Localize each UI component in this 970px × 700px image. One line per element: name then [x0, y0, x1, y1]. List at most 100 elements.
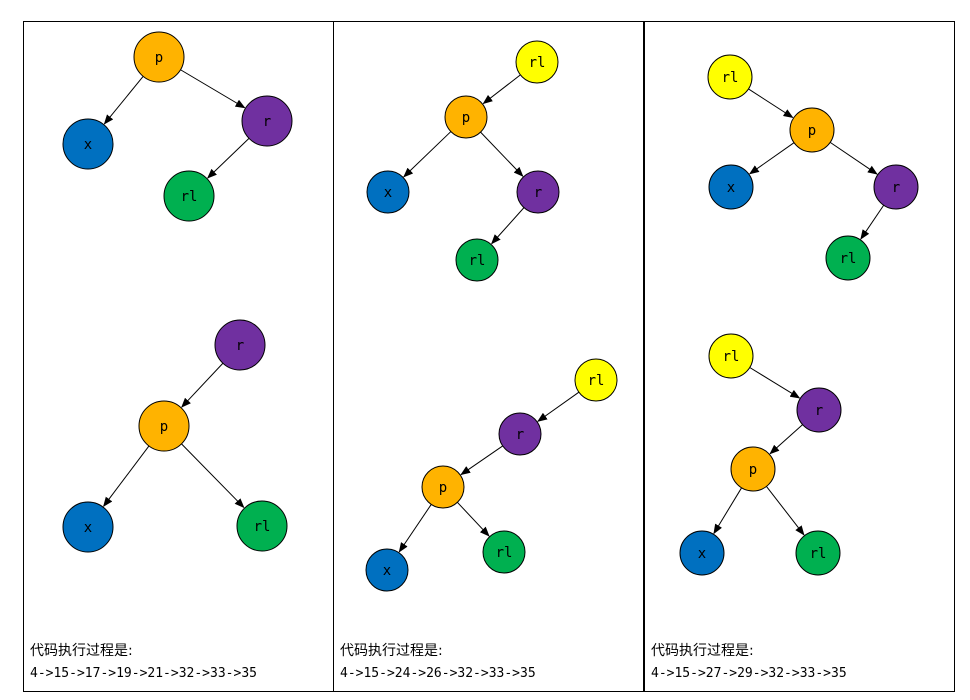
panel-3-tree-2-node-rl: rl	[795, 530, 841, 576]
panel-1-tree-1-node-p-label: p	[155, 50, 163, 66]
panel-2-tree-2-node-p: p	[421, 465, 465, 509]
panel-2-caption: 代码执行过程是:	[340, 643, 443, 659]
panel-3-tree-2-node-p: p	[730, 446, 776, 492]
edges-layer	[103, 69, 885, 553]
panel-3-tree-2-node-r: r	[796, 387, 842, 433]
panel-2-tree-2-node-rl-label: rl	[496, 545, 513, 561]
panel-3-tree-2-node-rl-circle	[795, 530, 841, 576]
panel-3-tree-2-edge-p-to-rl	[766, 486, 805, 536]
panel-2-tree-2-node-x: x	[365, 548, 409, 592]
panel-1-tree-2-node-x: x	[62, 501, 114, 553]
panel-2-tree-2-node-rl_top: rl	[574, 358, 618, 402]
panel-2-tree-2-edge-p-to-rl	[457, 501, 490, 537]
panel-1-tree-2-node-p: p	[138, 400, 190, 452]
panel-2-tree-2-edge-p-to-x	[398, 504, 432, 553]
panel-2-tree-1-node-x-circle	[366, 170, 410, 214]
panel-3-tree-2-node-p-circle	[730, 446, 776, 492]
panel-2-frame	[333, 21, 644, 692]
panel-3-tree-2-node-rl_top-circle	[708, 333, 754, 379]
panel-2-sequence: 4->15->24->26->32->33->35	[340, 666, 536, 681]
panel-2-tree-1-node-rl_top-label: rl	[529, 55, 546, 71]
panel-2-tree-2-node-r: r	[498, 412, 542, 456]
panel-1-tree-2-node-rl: rl	[236, 500, 288, 552]
panel-1-tree-2-edge-r-to-p	[181, 362, 224, 408]
panel-3-tree-1-node-x: x	[708, 164, 754, 210]
panel-2-tree-1-edge-rl_top-to-p	[482, 74, 521, 105]
panel-1-tree-2-node-p-circle	[138, 400, 190, 452]
panel-2-tree-2-node-r-label: r	[516, 427, 524, 443]
panel-2-tree-1-node-r-circle	[516, 170, 560, 214]
panel-2-tree-2-node-rl-circle	[482, 530, 526, 574]
panel-1-tree-1-edge-p-to-x	[103, 76, 144, 125]
panel-3-tree-2-node-rl_top-label: rl	[723, 349, 740, 365]
panel-2-tree-1-node-rl-label: rl	[469, 253, 486, 269]
panel-3-tree-1-node-p: p	[789, 107, 835, 153]
panel-2-tree-1-edge-p-to-r	[480, 131, 524, 177]
panel-1-tree-2-node-r-label: r	[236, 338, 244, 354]
panel-1-tree-2-node-rl-circle	[236, 500, 288, 552]
panel-1-tree-1-node-p-circle	[133, 31, 185, 83]
panel-2-tree-2-node-x-circle	[365, 548, 409, 592]
panel-3-frame	[644, 21, 955, 692]
panel-3-tree-1-node-r-circle	[873, 164, 919, 210]
panel-3-tree-1-node-rl_top: rl	[707, 54, 753, 100]
panel-1-tree-2-node-r: r	[214, 319, 266, 371]
panel-1-tree-1-edge-r-to-rl	[207, 137, 250, 179]
panel-1-tree-2-edge-p-to-x	[103, 445, 150, 508]
panel-2-tree-1-node-rl-circle	[455, 238, 499, 282]
panel-1-tree-1-node-r: r	[241, 95, 293, 147]
panel-3-tree-1-node-x-circle	[708, 164, 754, 210]
panel-3-tree-2-node-r-circle	[796, 387, 842, 433]
panel-1-tree-1-node-r-circle	[241, 95, 293, 147]
panel-2-tree-1-edge-p-to-x	[403, 131, 452, 178]
panel-1-tree-1-node-rl-circle	[163, 170, 215, 222]
panel-2-tree-1-node-rl_top: rl	[515, 40, 559, 84]
panel-1-tree-2-node-x-label: x	[84, 520, 92, 536]
panel-3-tree-1-edge-rl_top-to-p	[748, 88, 794, 119]
panel-1-tree-2-node-rl-label: rl	[254, 519, 271, 535]
panel-1-tree-1-node-rl-label: rl	[181, 189, 198, 205]
panel-1-tree-1-edge-p-to-r	[180, 69, 246, 109]
panel-3-tree-1-node-rl_top-label: rl	[722, 70, 739, 86]
panel-2-tree-1-node-r: r	[516, 170, 560, 214]
panel-2-tree-1-node-rl: rl	[455, 238, 499, 282]
panel-3-tree-1-node-r: r	[873, 164, 919, 210]
panel-3-tree-1-node-x-label: x	[727, 180, 735, 196]
panel-3-tree-2-node-p-label: p	[749, 462, 757, 478]
panel-2-tree-2-node-p-circle	[421, 465, 465, 509]
panel-2-tree-1-edge-r-to-rl	[491, 207, 525, 245]
panel-2-tree-2-node-rl_top-circle	[574, 358, 618, 402]
panel-3-tree-1-edge-p-to-x	[748, 142, 795, 175]
panel-2-tree-1-node-r-label: r	[534, 185, 542, 201]
panel-3-tree-2-node-x: x	[679, 530, 725, 576]
panel-3-tree-1-edge-r-to-rl	[860, 204, 885, 240]
panel-3-tree-2-edge-p-to-x	[713, 487, 743, 535]
panel-3-tree-1-node-rl_top-circle	[707, 54, 753, 100]
panel-3-tree-2-edge-rl_top-to-r	[749, 367, 801, 399]
panel-1-tree-1-node-x: x	[62, 118, 114, 170]
panel-3-tree-1-node-p-label: p	[808, 123, 816, 139]
panel-3-tree-2-node-rl-label: rl	[810, 546, 827, 562]
panel-2-tree-2-node-rl_top-label: rl	[588, 373, 605, 389]
panel-3-tree-2-node-x-circle	[679, 530, 725, 576]
panel-1-tree-1-node-rl: rl	[163, 170, 215, 222]
panel-3-tree-1-node-r-label: r	[892, 180, 900, 196]
panel-2-tree-2-node-r-circle	[498, 412, 542, 456]
panel-3-sequence: 4->15->27->29->32->33->35	[651, 666, 847, 681]
panel-3-tree-2-edge-r-to-p	[769, 424, 803, 455]
panel-3-tree-1-node-rl: rl	[825, 235, 871, 281]
panel-1-tree-1-node-r-label: r	[263, 114, 271, 130]
panel-1-tree-2-node-r-circle	[214, 319, 266, 371]
panel-3-tree-2-node-rl_top: rl	[708, 333, 754, 379]
panel-3-tree-1-node-p-circle	[789, 107, 835, 153]
panel-1-tree-1-node-p: p	[133, 31, 185, 83]
panel-1-tree-2-edge-p-to-rl	[181, 443, 245, 509]
panel-3-tree-1-node-rl-circle	[825, 235, 871, 281]
panel-1-tree-1-node-x-circle	[62, 118, 114, 170]
panel-2-tree-2-node-x-label: x	[383, 563, 391, 579]
panel-2-tree-1-node-p: p	[444, 95, 488, 139]
panel-2-tree-2-node-p-label: p	[439, 480, 447, 496]
panel-1-tree-1-node-x-label: x	[84, 137, 92, 153]
panel-3-caption: 代码执行过程是:	[651, 643, 754, 659]
